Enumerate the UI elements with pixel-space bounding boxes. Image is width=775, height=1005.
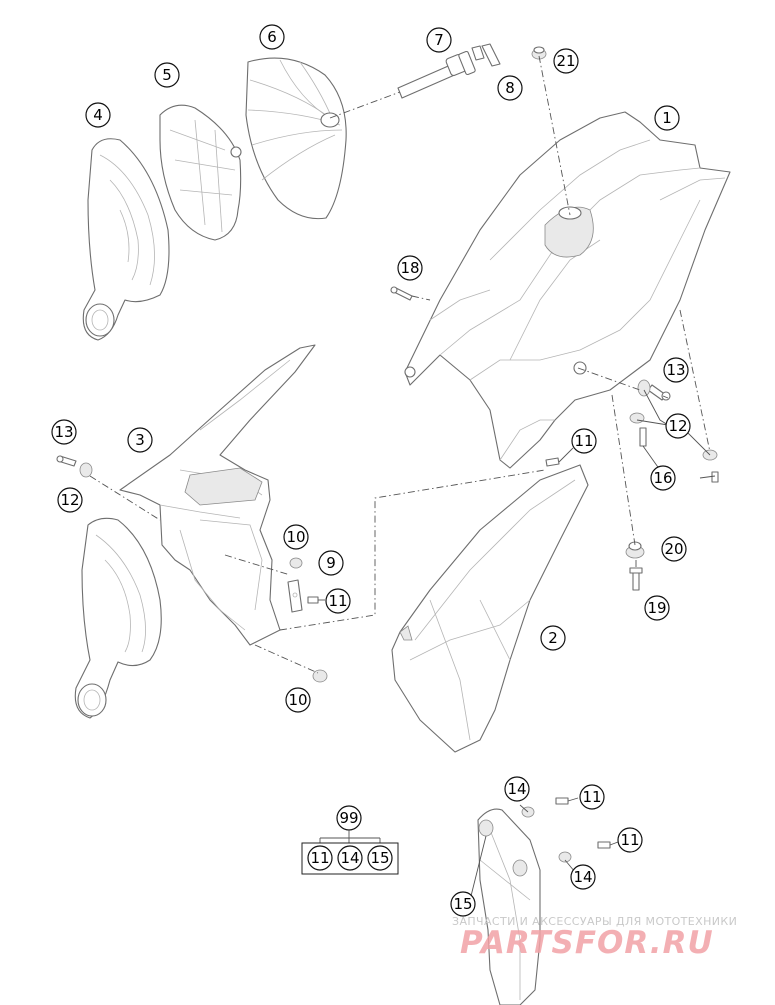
svg-text:12: 12 — [60, 491, 79, 509]
part-washer-12-right-a — [637, 379, 651, 397]
callout-7: 7 — [426, 27, 452, 53]
callout-11-lower-b: 11 — [617, 827, 643, 853]
part-filter-cage — [159, 104, 242, 241]
svg-text:7: 7 — [434, 31, 444, 49]
svg-text:10: 10 — [286, 528, 305, 546]
part-washer-12-right-b — [629, 412, 645, 424]
svg-text:11: 11 — [574, 432, 593, 450]
callout-14-lower: 14 — [570, 864, 596, 890]
part-screw-11-b — [545, 457, 560, 467]
callout-11-right: 11 — [571, 428, 597, 454]
part-grommet — [531, 46, 547, 60]
part-washer-14-b — [558, 851, 572, 863]
callout-6: 6 — [259, 24, 285, 50]
callout-11-lower-a: 11 — [579, 784, 605, 810]
svg-text:6: 6 — [267, 28, 277, 46]
part-screw-11-a — [307, 596, 319, 604]
watermark-tagline: ЗАПЧАСТИ И АКСЕССУАРЫ ДЛЯ МОТОТЕХНИКИ — [452, 915, 738, 928]
svg-text:21: 21 — [556, 52, 575, 70]
kit-label: 99 — [339, 809, 358, 827]
callout-16: 16 — [650, 465, 676, 491]
callouts: 1 2 3 4 5 6 7 8 21 18 13 12 16 11 20 19 … — [51, 24, 691, 917]
kit-item-2: 14 — [340, 849, 359, 867]
kit-99: 99 11 14 15 — [301, 805, 399, 875]
svg-text:3: 3 — [135, 431, 145, 449]
callout-12-left: 12 — [57, 487, 83, 513]
part-bracket-9 — [287, 579, 303, 613]
svg-text:12: 12 — [668, 417, 687, 435]
part-grommet-10-b — [312, 669, 328, 683]
svg-text:13: 13 — [54, 423, 73, 441]
part-grommet-10-a — [289, 557, 303, 569]
part-bolt-19 — [629, 567, 643, 591]
svg-text:2: 2 — [548, 629, 558, 647]
part-filter-bolt — [397, 45, 485, 99]
svg-text:11: 11 — [620, 831, 639, 849]
callout-18: 18 — [397, 255, 423, 281]
svg-text:18: 18 — [400, 259, 419, 277]
callout-3: 3 — [127, 427, 153, 453]
part-air-filter-lower — [74, 517, 162, 719]
callout-13-left: 13 — [51, 419, 77, 445]
callout-19: 19 — [644, 595, 670, 621]
svg-text:14: 14 — [573, 868, 592, 886]
svg-text:5: 5 — [162, 66, 172, 84]
part-airbox — [119, 344, 316, 646]
part-side-cover-right — [391, 464, 589, 753]
part-bolt-13-left — [56, 455, 77, 467]
part-pin — [481, 43, 501, 67]
svg-text:10: 10 — [288, 691, 307, 709]
callout-21: 21 — [553, 48, 579, 74]
svg-text:16: 16 — [653, 469, 672, 487]
callout-10-upper: 10 — [283, 524, 309, 550]
leader-lines — [89, 55, 716, 901]
svg-text:14: 14 — [507, 780, 526, 798]
callout-9: 9 — [318, 550, 344, 576]
callout-13-right: 13 — [663, 357, 689, 383]
svg-text:20: 20 — [664, 540, 683, 558]
watermark-brand: PARTSFOR.RU — [460, 925, 714, 961]
callout-2: 2 — [540, 625, 566, 651]
part-mount-20 — [625, 541, 645, 559]
part-screw-18 — [390, 286, 413, 301]
kit-item-1: 11 — [310, 849, 329, 867]
part-lower-side-panel — [477, 808, 541, 1005]
part-filter-dome-cover — [245, 57, 347, 220]
callout-1: 1 — [654, 105, 680, 131]
svg-text:11: 11 — [328, 592, 347, 610]
part-screw-11-c — [555, 797, 569, 805]
svg-text:11: 11 — [582, 788, 601, 806]
part-washer-12-left — [79, 462, 93, 478]
callout-20: 20 — [661, 536, 687, 562]
callout-15: 15 — [450, 891, 476, 917]
part-screw-11-d — [597, 841, 611, 849]
callout-4: 4 — [85, 102, 111, 128]
svg-text:4: 4 — [93, 106, 103, 124]
callout-11-middle: 11 — [325, 588, 351, 614]
callout-10-lower: 10 — [285, 687, 311, 713]
callout-14-upper: 14 — [504, 776, 530, 802]
callout-12-right: 12 — [665, 413, 691, 439]
svg-text:13: 13 — [666, 361, 685, 379]
svg-text:1: 1 — [662, 109, 672, 127]
svg-text:15: 15 — [453, 895, 472, 913]
callout-8: 8 — [497, 75, 523, 101]
part-bolt-16 — [639, 427, 719, 483]
svg-text:9: 9 — [326, 554, 336, 572]
svg-text:8: 8 — [505, 79, 515, 97]
part-fuel-tank-shroud — [404, 111, 731, 469]
svg-text:19: 19 — [647, 599, 666, 617]
kit-item-3: 15 — [370, 849, 389, 867]
callout-5: 5 — [154, 62, 180, 88]
part-air-filter-upper — [82, 138, 170, 341]
